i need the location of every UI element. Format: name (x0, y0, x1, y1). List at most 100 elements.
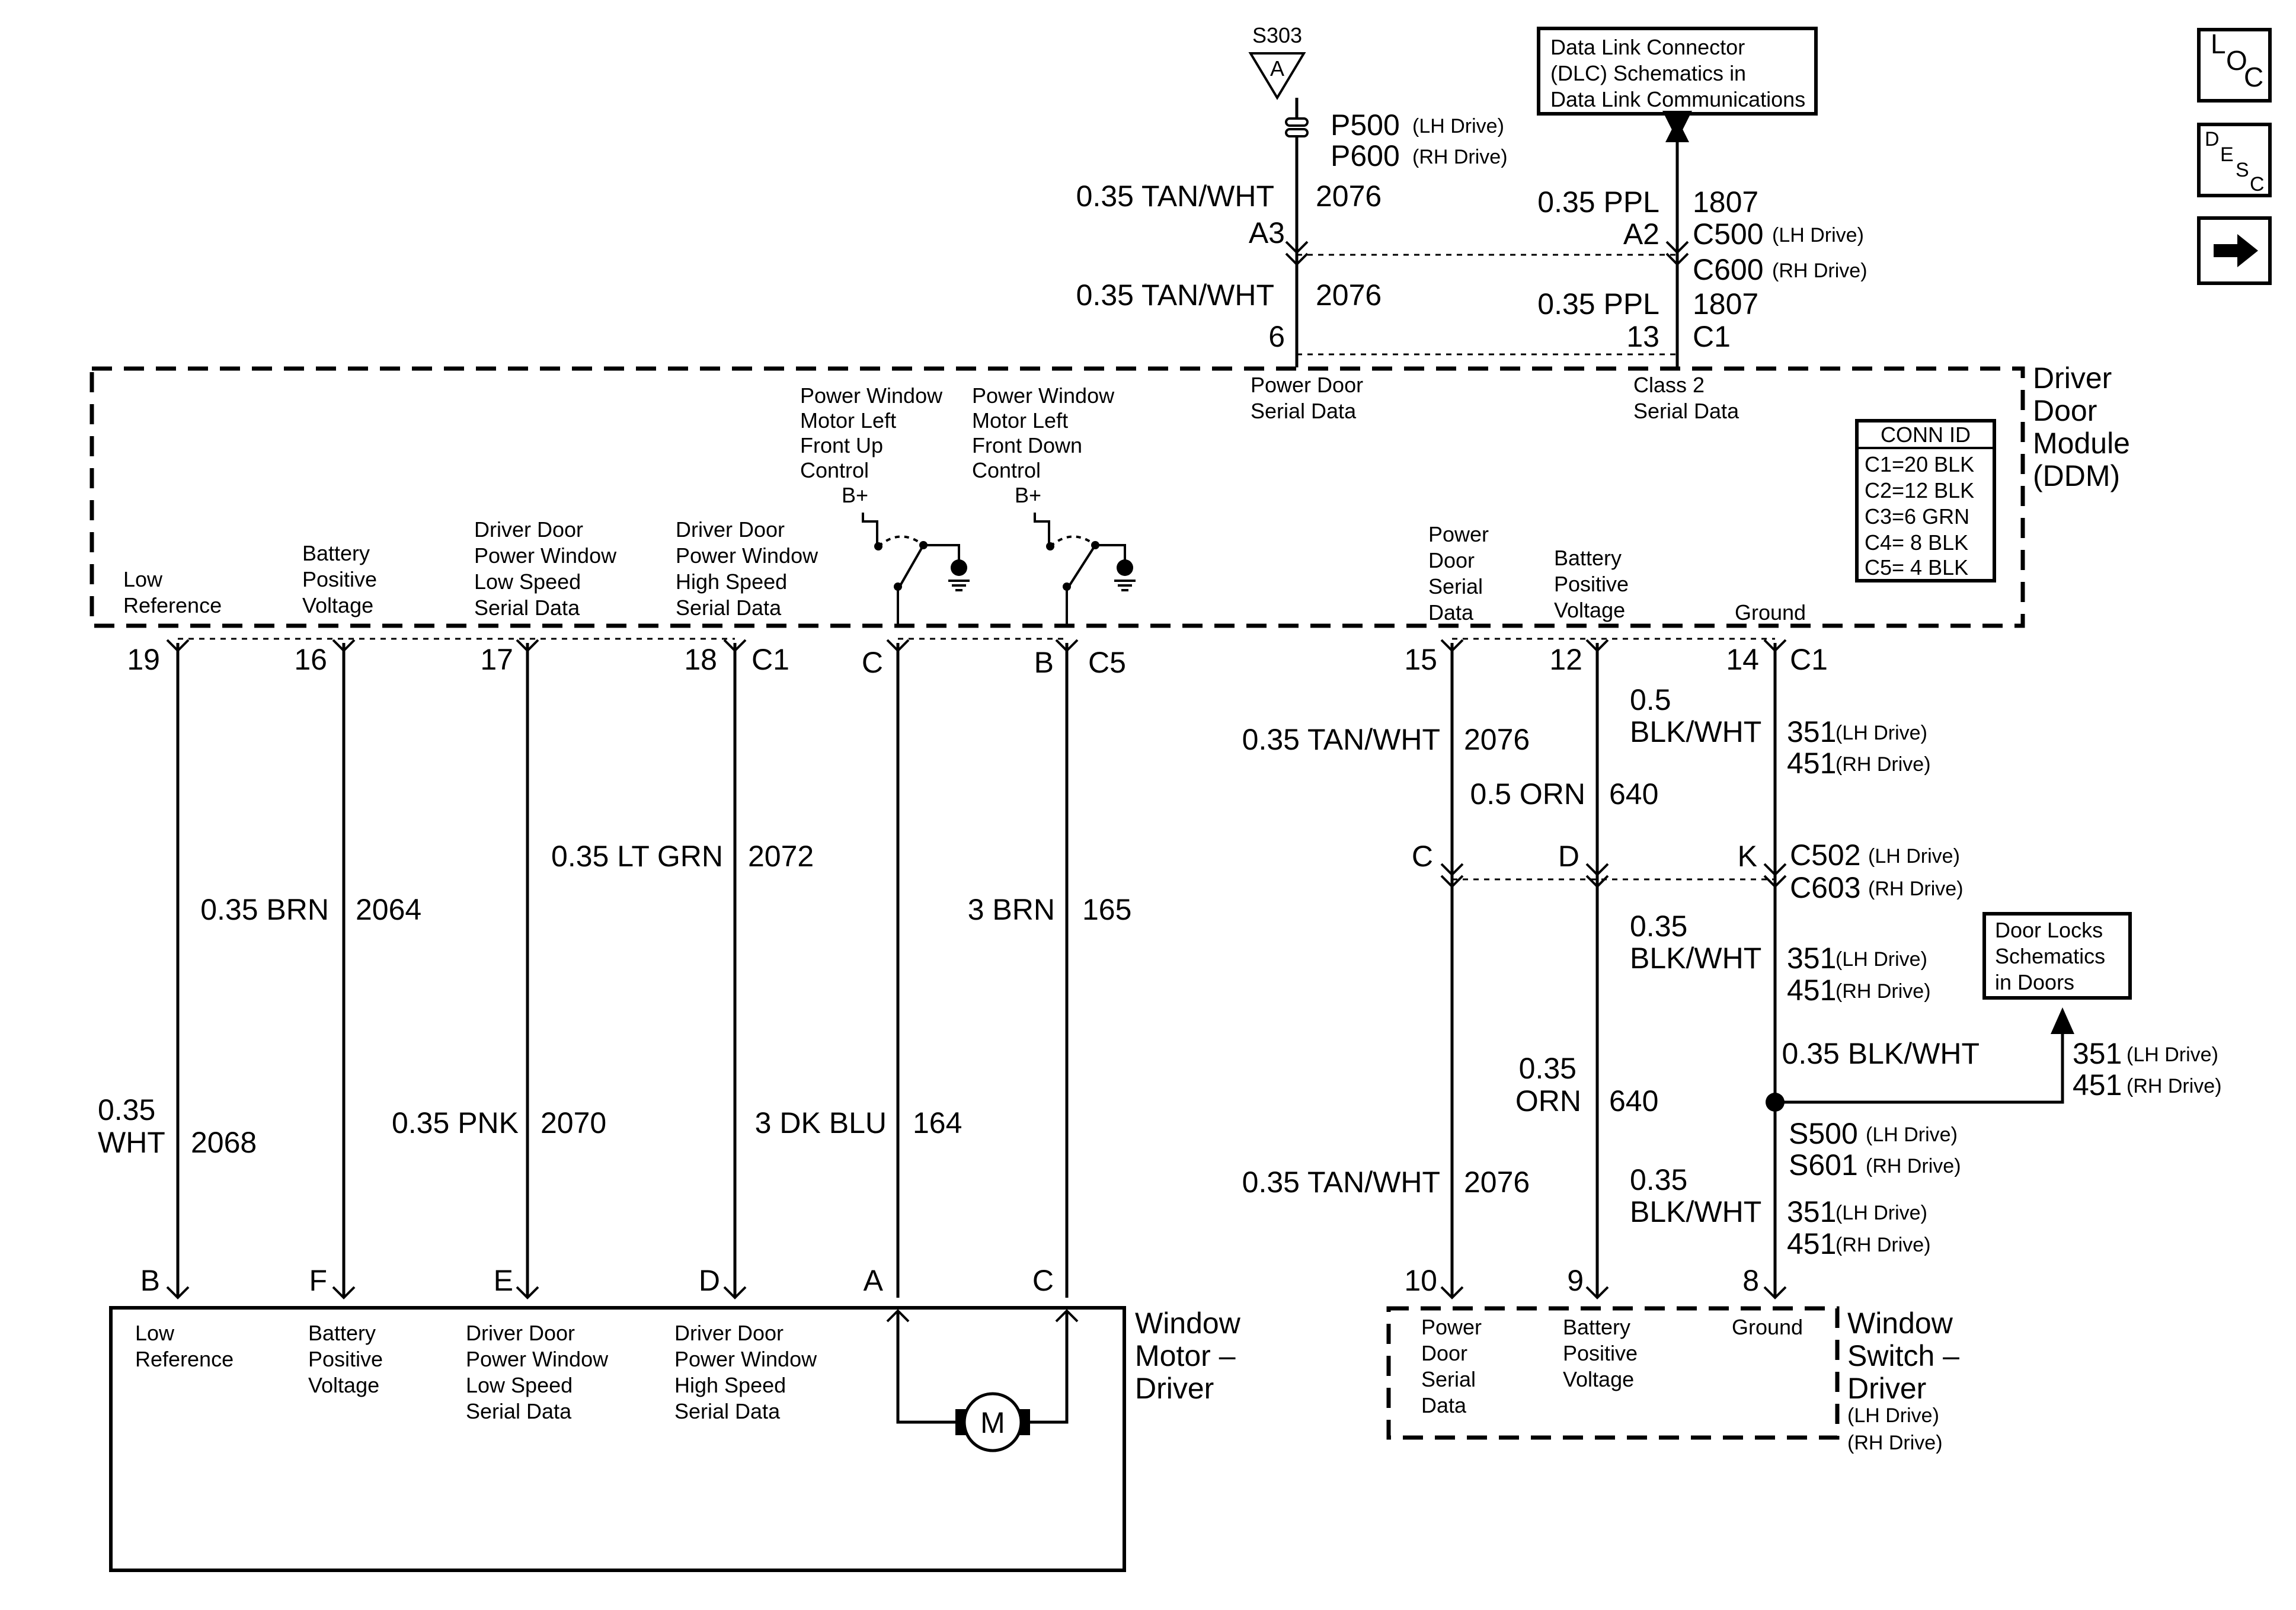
switch-label: Front Down (972, 433, 1082, 457)
connector-c500-label: C500 (1693, 217, 1764, 251)
wire-spec: 0.35 (1519, 1052, 1576, 1085)
desc-button[interactable]: D E S C (2197, 123, 2272, 197)
pin-function-label: Battery (308, 1321, 376, 1345)
pin-function-label: Driver Door (466, 1321, 575, 1345)
wire-circuit: 640 (1609, 1084, 1658, 1118)
pin-function-label: Battery (302, 541, 370, 565)
pin-letter: A (864, 1264, 884, 1297)
pin-number: 12 (1549, 643, 1582, 676)
pin-function-label: Driver Door (674, 1321, 784, 1345)
pin-letter: D (699, 1264, 720, 1297)
connector-label: C1 (1790, 643, 1828, 676)
upper-wire-1807: 0.35 PPL 1807 A2 C500 (LH Drive) C600 (R… (1537, 111, 1868, 367)
pin-function-label: Positive (308, 1347, 383, 1371)
wire-spec: 0.35 (98, 1093, 155, 1126)
pin-function-label: Serial (1421, 1367, 1476, 1391)
pin-chevron (1585, 1286, 1609, 1299)
wire-circuit: 2070 (541, 1106, 606, 1140)
switch-label: Power Window (800, 383, 943, 408)
pin-function-label: Voltage (1563, 1367, 1634, 1391)
drive-note: (RH Drive) (1835, 753, 1931, 776)
pin-function-label: Driver Door (474, 517, 583, 542)
pin-function-label: Power Window (676, 543, 818, 568)
wire-circuit: 351 (1787, 715, 1836, 748)
pin-function-label: Reference (135, 1347, 234, 1371)
upper-wire-2076: 0.35 TAN/WHT 2076 A3 0.35 TAN/WHT 2076 6 (1076, 136, 1382, 367)
inline-fuse-top (1285, 117, 1309, 127)
driver-door-module: Driver Door Module (DDM) Power Door Seri… (89, 361, 2130, 628)
pin-number: 9 (1567, 1264, 1584, 1297)
pin-function-label: Ground (1732, 1315, 1803, 1339)
loc-letter: L (2211, 28, 2226, 59)
pin-function-label: Low (123, 567, 163, 591)
connector-p600-note: (RH Drive) (1412, 146, 1508, 168)
right-wire-harness: 0.35 TAN/WHT 2076 0.5 ORN 640 0.5 BLK/WH… (1242, 639, 2222, 1299)
pin-function-label: Serial Data (674, 1399, 781, 1423)
door-locks-frame (1982, 912, 2132, 1000)
pin-function-label: High Speed (676, 569, 787, 594)
wire-spec: 0.35 TAN/WHT (1076, 279, 1274, 312)
conn-id-row: C5= 4 BLK (1865, 555, 1968, 580)
component-name-line: Driver (1847, 1372, 1926, 1405)
connector-label: C1 (752, 643, 789, 676)
connector-note: (LH Drive) (1868, 845, 1960, 868)
wire-spec: 0.35 PPL (1537, 287, 1659, 321)
switch-label: Control (800, 458, 869, 482)
pin-function-label: Serial (1428, 574, 1483, 598)
window-switch-driver: Window Switch – Driver (LH Drive) (RH Dr… (1386, 1306, 1959, 1454)
pin-chevron (1440, 863, 1464, 876)
switch-up-control: Power Window Motor Left Front Up Control… (800, 383, 970, 626)
connector-c603-label: C603 (1790, 871, 1861, 904)
drive-note: (LH Drive) (1835, 1202, 1927, 1224)
connector-c502-label: C502 (1790, 838, 1861, 872)
wire-circuit: 164 (913, 1106, 962, 1140)
wire-spec: 0.35 TAN/WHT (1242, 1166, 1440, 1199)
switch-arm (877, 535, 925, 548)
drive-note: (RH Drive) (1835, 980, 1931, 1003)
drive-note: (LH Drive) (2126, 1044, 2218, 1066)
connector-p500: P500 (LH Drive) P600 (RH Drive) (1285, 98, 1508, 172)
wire-circuit: 2076 (1316, 279, 1382, 312)
wire-spec: 3 BRN (968, 893, 1055, 926)
desc-letter: C (2250, 173, 2265, 196)
dlc-line3: Data Link Communications (1550, 87, 1805, 111)
pin-function-label: High Speed (674, 1373, 786, 1397)
wire-circuit: 351 (2073, 1037, 2122, 1070)
pin-letter: C (1032, 1264, 1054, 1297)
connector-c600-label: C600 (1693, 253, 1764, 286)
pin-number: 15 (1404, 643, 1437, 676)
switch-ground-lead (1095, 544, 1126, 563)
pin-function-label: Low (135, 1321, 175, 1345)
arrow-up-icon (2051, 1007, 2074, 1034)
connector-p500-note: (LH Drive) (1412, 115, 1504, 137)
pin-label: A3 (1249, 216, 1285, 249)
motor-brush-left (955, 1409, 966, 1435)
ground-icon (1117, 559, 1133, 576)
pin-function-label: Data (1421, 1393, 1467, 1417)
pin-letter: K (1738, 840, 1757, 873)
next-arrow-button[interactable] (2197, 216, 2272, 285)
wire-circuit: 1807 (1693, 185, 1758, 219)
desc-letter: D (2205, 128, 2220, 151)
ddm-label: Power Door (1251, 373, 1363, 397)
pin-number: 14 (1726, 643, 1759, 676)
bplus-lead (1034, 513, 1050, 544)
loc-letter: C (2244, 62, 2263, 92)
pin-number: 16 (294, 643, 327, 676)
pin-function-label: Battery (1563, 1315, 1630, 1339)
pin-number: C (862, 646, 883, 679)
dlc-line1: Data Link Connector (1550, 35, 1745, 59)
component-name-line: Motor – (1135, 1339, 1236, 1372)
motor-symbol: M (980, 1406, 1005, 1439)
connector-label: C1 (1693, 320, 1731, 353)
splice-s500-dot (1766, 1093, 1785, 1112)
pin-number: 10 (1404, 1264, 1437, 1297)
pin-label: A2 (1623, 217, 1659, 251)
splice-letter: A (1270, 56, 1284, 81)
pin-function-label: Power Window (674, 1347, 817, 1371)
wire-spec: BLK/WHT (1630, 715, 1761, 748)
pin-number: 18 (684, 643, 717, 676)
loc-button[interactable]: L O C (2197, 28, 2272, 103)
bplus-label: B+ (1015, 483, 1041, 507)
pin-function-label: Positive (1563, 1341, 1638, 1365)
